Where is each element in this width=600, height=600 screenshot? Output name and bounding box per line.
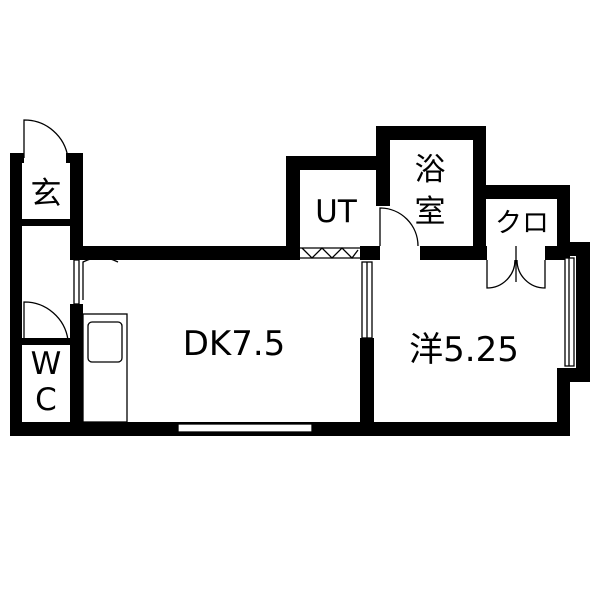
windows (73, 247, 575, 433)
closet-door-right-icon (516, 259, 546, 289)
label-bath-bottom: 室 (415, 194, 446, 230)
wall-bath-left (376, 126, 390, 206)
label-wc-w: W (31, 346, 62, 382)
wall-ut-left (286, 156, 300, 260)
label-bath-top: 浴 (415, 152, 446, 188)
wall-closet-bottom-r (545, 246, 570, 260)
wall-left-outer (10, 158, 22, 434)
closet-door-left-icon (486, 259, 516, 289)
wall-right-lower (557, 368, 570, 436)
wall-entry-right-lower (70, 344, 83, 434)
hall-door-icon (82, 257, 119, 300)
walls (10, 126, 590, 436)
wall-closet-right (557, 185, 570, 247)
kitchen-sink-icon (87, 321, 123, 363)
wall-closet-top (473, 185, 570, 199)
kitchen-counter (82, 313, 128, 423)
wc-door-icon (23, 301, 69, 341)
label-dk: DK7.5 (183, 324, 286, 364)
label-western: 洋5.25 (409, 330, 519, 370)
label-genkan: 玄 (31, 176, 62, 212)
bath-door-icon (379, 207, 419, 247)
dk-bottom-window (177, 423, 313, 433)
wall-entry-top-r (66, 153, 83, 163)
wall-dk-western-lower (360, 338, 374, 436)
label-ut: UT (315, 194, 358, 230)
wall-entry-top (10, 153, 24, 163)
wall-genkan-divider (22, 219, 70, 226)
wall-wc-top (22, 338, 70, 345)
wall-bath-bottom (420, 246, 486, 260)
entrance-door-icon (23, 119, 69, 159)
doors (23, 119, 546, 341)
fixtures (82, 313, 128, 423)
label-closet: クロ (495, 208, 549, 239)
wall-ut-top (286, 156, 390, 170)
wall-closet-bottom-l (473, 246, 487, 260)
label-wc-c: C (35, 382, 57, 418)
wall-entry-right-upper (70, 158, 83, 250)
ut-accordion-door-icon (301, 247, 359, 259)
entry-window (73, 259, 80, 305)
wall-right-bay (576, 242, 590, 382)
wall-bath-top (376, 126, 486, 140)
wall-dk-western-top (360, 246, 374, 260)
room-labels: 玄 W C DK7.5 UT 浴 室 クロ 洋5.25 (31, 152, 550, 418)
wall-entry-right-mid (70, 304, 83, 344)
wall-dk-top (70, 246, 300, 260)
